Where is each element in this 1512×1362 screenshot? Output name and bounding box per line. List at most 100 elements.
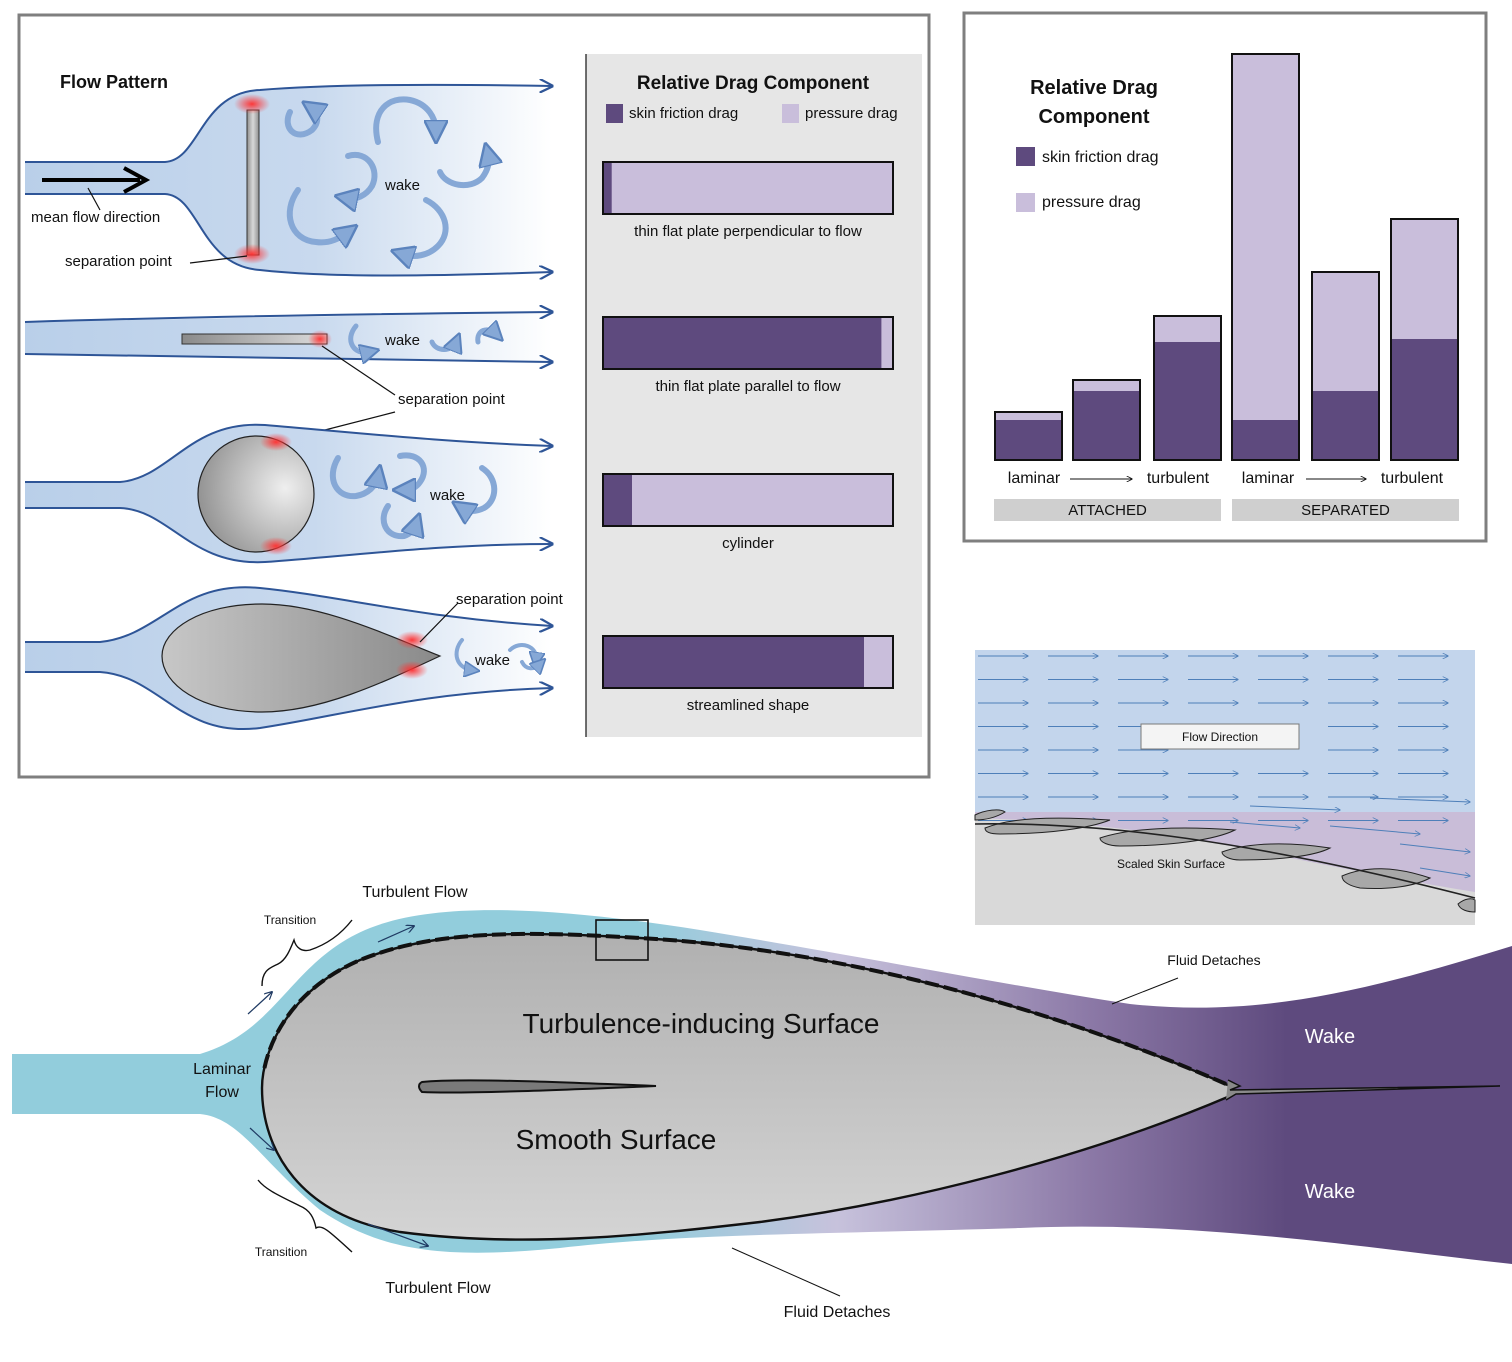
center-blade — [418, 1079, 657, 1094]
separation-point-label: separation point — [398, 391, 506, 408]
bar-outline — [602, 316, 894, 370]
transition-bottom-label: Transition — [255, 1245, 307, 1259]
chart-group-label: ATTACHED — [1068, 502, 1147, 519]
drag-bars-panel: Relative Drag Component skin friction dr… — [585, 54, 922, 737]
laminar-flow-label-2: Flow — [205, 1084, 239, 1101]
chart-pressure-bar — [995, 412, 1062, 420]
drag-bar-label: cylinder — [722, 535, 774, 552]
wake-vortices — [348, 326, 496, 353]
cylinder-shape — [197, 435, 315, 553]
mean-flow-arrowhead — [123, 166, 151, 194]
smooth-surface-label: Smooth Surface — [516, 1124, 717, 1155]
fluid-detaches-top-label: Fluid Detaches — [1167, 952, 1260, 968]
transition-brace-top — [261, 919, 353, 987]
flow-arrow — [1329, 825, 1420, 834]
separation-point-label: separation point — [456, 591, 564, 608]
transition-top-label: Transition — [264, 913, 316, 927]
streamlined-body — [161, 603, 442, 713]
drag-panel-title: Relative Drag Component — [637, 73, 870, 94]
chart-legend-pressure-label: pressure drag — [1042, 194, 1141, 211]
skin-friction-bar — [603, 636, 864, 688]
chart-category-label: laminar — [1008, 470, 1061, 487]
chart-bars — [994, 53, 1459, 461]
perpendicular-plate — [246, 109, 260, 256]
drag-bar-label: thin flat plate parallel to flow — [655, 378, 840, 395]
turbulence-surface-label: Turbulence-inducing Surface — [523, 1008, 880, 1039]
separation-glow — [396, 661, 428, 679]
chart-title-line2: Component — [1038, 106, 1149, 128]
skin-surface-inset: Flow Direction Scaled Skin Surface — [974, 650, 1476, 925]
chart-bar-outline — [1231, 53, 1300, 461]
chart-legend-skin-swatch — [1016, 147, 1035, 166]
flow-pattern-panel: wake mean flow direction separation poin… — [17, 13, 931, 779]
chart-legend-pressure-swatch — [1016, 193, 1035, 212]
main-flow-diagram: Turbulent Flow Transition Laminar Flow T… — [12, 884, 1512, 1321]
pressure-drag-bar — [603, 162, 893, 214]
chart-bar-outline — [1390, 218, 1459, 461]
chart-group-labels: ATTACHED SEPARATED — [994, 499, 1459, 521]
separation-glow — [396, 631, 428, 649]
fluid-detaches-bottom-label: Fluid Detaches — [784, 1304, 891, 1321]
cylinder-flow: wake — [25, 423, 552, 564]
separation-glow — [260, 433, 292, 451]
pressure-drag-bar — [603, 474, 893, 526]
wake-label: wake — [384, 332, 420, 349]
legend-pressure-label: pressure drag — [805, 105, 898, 122]
flow-arrow — [1399, 843, 1470, 852]
drag-bar-label: streamlined shape — [687, 697, 810, 714]
chart-skin-bar — [1154, 342, 1221, 460]
skin-friction-bar — [603, 162, 612, 214]
skin-friction-bar — [603, 317, 882, 369]
wake-vortices — [454, 638, 540, 670]
chart-group-label: SEPARATED — [1301, 502, 1390, 519]
flow-direction-label: Flow Direction — [1182, 730, 1258, 744]
chart-title-line1: Relative Drag — [1030, 77, 1158, 99]
chart-skin-bar — [1312, 391, 1379, 460]
flow-arrow — [1369, 797, 1470, 802]
tail-fin — [1225, 1079, 1501, 1101]
chart-category-label: turbulent — [1147, 470, 1210, 487]
parallel-plate — [181, 333, 328, 345]
flow-arrow — [1419, 867, 1470, 876]
separation-glow — [234, 94, 270, 114]
inset-boundary-layer — [975, 812, 1475, 892]
flow-arrow — [1249, 805, 1340, 810]
turbulent-flow-top-label: Turbulent Flow — [362, 884, 468, 901]
chart-bar-outline — [994, 411, 1063, 461]
chart-skin-bar — [1232, 420, 1299, 460]
separation-glow — [234, 244, 270, 264]
chart-pressure-bar — [1391, 219, 1458, 339]
parallel-plate-flow: wake separation point — [24, 312, 552, 443]
flow-arrow — [1229, 821, 1300, 828]
flow-direction-box — [1140, 723, 1300, 750]
chart-category-label: laminar — [1242, 470, 1295, 487]
chart-category-label: turbulent — [1381, 470, 1444, 487]
bar-outline — [602, 635, 894, 689]
wake-vortices — [284, 96, 489, 256]
mean-flow-label: mean flow direction — [31, 209, 160, 226]
drag-panel-bg — [586, 54, 922, 737]
chart-skin-bar — [1391, 339, 1458, 460]
zoom-box — [595, 919, 649, 961]
transition-brace-bottom — [257, 1179, 353, 1253]
chart-legend-skin-label: skin friction drag — [1042, 149, 1159, 166]
chart-bar-outline — [1072, 379, 1141, 461]
drag-bars: thin flat plate perpendicular to flowthi… — [602, 161, 894, 714]
flow-pattern-title: Flow Pattern — [60, 72, 168, 92]
chart-group-band — [994, 499, 1221, 521]
laminar-flow-label-1: Laminar — [193, 1061, 251, 1078]
wake-label: wake — [474, 652, 510, 669]
turbulence-inducing-edge — [262, 931, 1227, 1086]
wake-bottom-label: Wake — [1305, 1181, 1355, 1203]
inset-flow-arrows — [978, 656, 1470, 876]
chart-pressure-bar — [1232, 54, 1299, 420]
streamlined-flow: wake separation point — [25, 586, 564, 731]
chart-bar-outline — [1311, 271, 1380, 461]
wake-top-label: Wake — [1305, 1026, 1355, 1048]
wake-vortices — [329, 452, 498, 536]
perpendicular-plate-flow: wake mean flow direction separation poin… — [25, 72, 552, 276]
bar-outline — [602, 473, 894, 527]
legend-skin-label: skin friction drag — [629, 105, 738, 122]
chart-group-band — [1232, 499, 1459, 521]
